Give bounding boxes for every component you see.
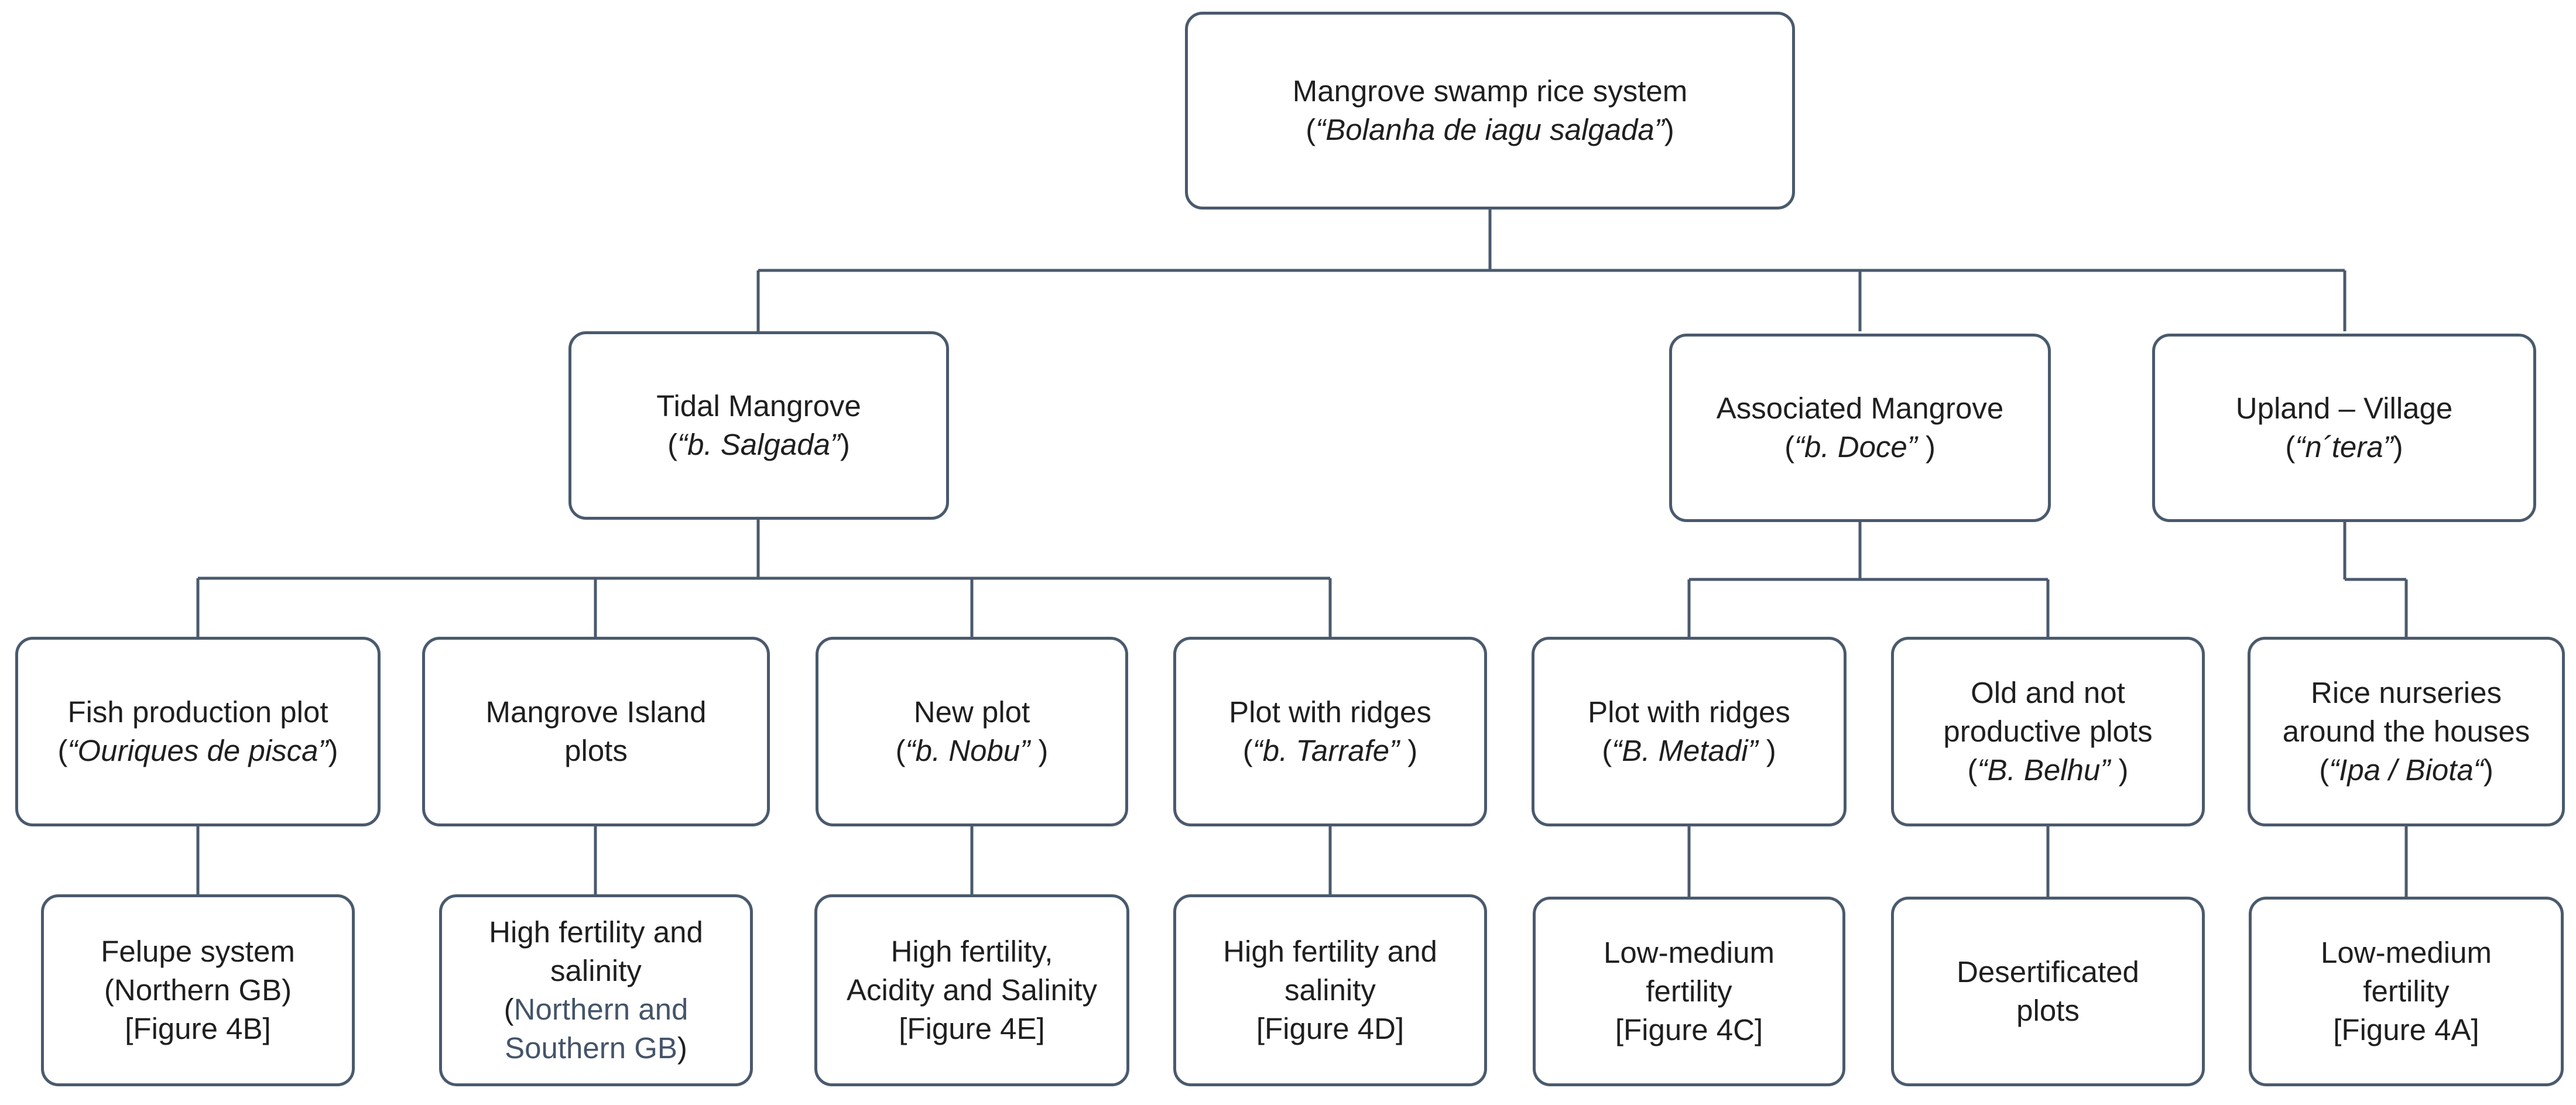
note-fish-node: Felupe system (Northern GB) [Figure 4B] — [41, 894, 355, 1086]
note-island-line-2: salinity — [550, 954, 642, 987]
plot-ridges-tidal-title: Plot with ridges — [1229, 695, 1431, 729]
plot-old-title-2: productive plots — [1943, 715, 2153, 748]
plot-ridges-tidal-node: Plot with ridges (“b. Tarrafe” ) — [1173, 637, 1487, 826]
plot-nursery-title-2: around the houses — [2282, 715, 2530, 748]
root-node: Mangrove swamp rice system (“Bolanha de … — [1185, 12, 1795, 210]
plot-island-title-2: plots — [564, 734, 628, 767]
plot-old-local-name-text: B. Belhu — [1987, 753, 2101, 787]
plot-ridges-tidal-local-name-text: b. Tarrafe — [1262, 734, 1390, 767]
note-island-line-1: High fertility and — [489, 915, 703, 949]
note-island-line-3: (Northern and — [503, 993, 688, 1026]
note-nursery-line-1: Low-medium — [2321, 936, 2492, 969]
plot-ridges-assoc-node: Plot with ridges (“B. Metadi” ) — [1532, 637, 1847, 826]
note-island-region-2: Southern GB — [505, 1031, 677, 1065]
root-local-name-text: Bolanha de iagu salgada — [1325, 113, 1654, 146]
note-fish-line-1: Felupe system — [101, 935, 295, 968]
note-ridges-assoc-line-2: fertility — [1646, 974, 1732, 1008]
zone-upland-local-name-text: n´tera — [2305, 430, 2383, 464]
zone-associated-title: Associated Mangrove — [1716, 392, 2004, 425]
plot-ridges-tidal-local-name: (“b. Tarrafe” ) — [1242, 734, 1418, 767]
note-nursery-line-3: [Figure 4A] — [2333, 1013, 2479, 1046]
zone-upland-title: Upland – Village — [2235, 392, 2453, 425]
plot-nursery-local-name: (“Ipa / Biota“) — [2319, 753, 2493, 787]
note-ridges-tidal-node: High fertility and salinity [Figure 4D] — [1173, 894, 1487, 1086]
plot-nursery-title-1: Rice nurseries — [2311, 676, 2502, 709]
plot-fish-node: Fish production plot (“Ouriques de pisca… — [15, 637, 381, 826]
plot-fish-title: Fish production plot — [67, 695, 328, 729]
plot-island-title-1: Mangrove Island — [485, 695, 707, 729]
plot-old-local-name: (“B. Belhu” ) — [1967, 753, 2129, 787]
plot-new-title: New plot — [913, 695, 1030, 729]
plot-fish-local-name-text: Ouriques de pisca — [77, 734, 318, 767]
zone-associated-node: Associated Mangrove (“b. Doce” ) — [1669, 334, 2051, 522]
note-fish-line-2: (Northern GB) — [104, 973, 292, 1007]
root-title: Mangrove swamp rice system — [1292, 74, 1688, 108]
zone-tidal-node: Tidal Mangrove (“b. Salgada”) — [568, 331, 949, 520]
note-old-node: Desertificated plots — [1891, 897, 2205, 1086]
plot-nursery-local-name-text: Ipa / Biota — [2339, 753, 2474, 787]
plot-old-node: Old and not productive plots (“B. Belhu”… — [1891, 637, 2205, 826]
plot-island-node: Mangrove Island plots — [422, 637, 770, 826]
plot-ridges-assoc-local-name-text: B. Metadi — [1622, 734, 1748, 767]
plot-new-node: New plot (“b. Nobu” ) — [816, 637, 1128, 826]
note-new-line-3: [Figure 4E] — [899, 1012, 1045, 1045]
note-fish-line-3: [Figure 4B] — [125, 1012, 271, 1045]
note-island-line-4: Southern GB) — [505, 1031, 687, 1065]
plot-nursery-node: Rice nurseries around the houses (“Ipa /… — [2248, 637, 2565, 826]
zone-tidal-title: Tidal Mangrove — [656, 389, 861, 423]
plot-ridges-assoc-title: Plot with ridges — [1588, 695, 1790, 729]
note-ridges-assoc-node: Low-medium fertility [Figure 4C] — [1533, 897, 1845, 1086]
plot-new-local-name-text: b. Nobu — [915, 734, 1020, 767]
plot-fish-local-name: (“Ouriques de pisca”) — [57, 734, 338, 767]
zone-associated-local-name: (“b. Doce” ) — [1784, 430, 1936, 464]
note-new-line-2: Acidity and Salinity — [846, 973, 1098, 1007]
note-nursery-line-2: fertility — [2363, 974, 2450, 1008]
note-new-line-1: High fertility, — [890, 935, 1053, 968]
note-old-line-1: Desertificated — [1957, 955, 2139, 989]
plot-new-local-name: (“b. Nobu” ) — [895, 734, 1049, 767]
note-ridges-tidal-line-3: [Figure 4D] — [1256, 1012, 1405, 1045]
note-ridges-assoc-line-3: [Figure 4C] — [1615, 1013, 1763, 1046]
zone-associated-local-name-text: b. Doce — [1804, 430, 1907, 464]
note-island-region-1: Northern and — [513, 993, 688, 1026]
root-local-name: (“Bolanha de iagu salgada”) — [1306, 113, 1674, 146]
note-nursery-node: Low-medium fertility [Figure 4A] — [2249, 897, 2564, 1086]
plot-ridges-assoc-local-name: (“B. Metadi” ) — [1602, 734, 1776, 767]
note-island-node: High fertility and salinity (Northern an… — [439, 894, 753, 1086]
zone-tidal-local-name-text: b. Salgada — [687, 428, 830, 461]
note-new-node: High fertility, Acidity and Salinity [Fi… — [814, 894, 1129, 1086]
note-ridges-tidal-line-1: High fertility and — [1223, 935, 1437, 968]
plot-old-title-1: Old and not — [1971, 676, 2125, 709]
note-old-line-2: plots — [2016, 994, 2080, 1027]
note-ridges-assoc-line-1: Low-medium — [1604, 936, 1775, 969]
zone-upland-node: Upland – Village (“n´tera”) — [2152, 334, 2536, 522]
zone-tidal-local-name: (“b. Salgada”) — [667, 428, 850, 461]
note-ridges-tidal-line-2: salinity — [1284, 973, 1376, 1007]
zone-upland-local-name: (“n´tera”) — [2285, 430, 2403, 464]
